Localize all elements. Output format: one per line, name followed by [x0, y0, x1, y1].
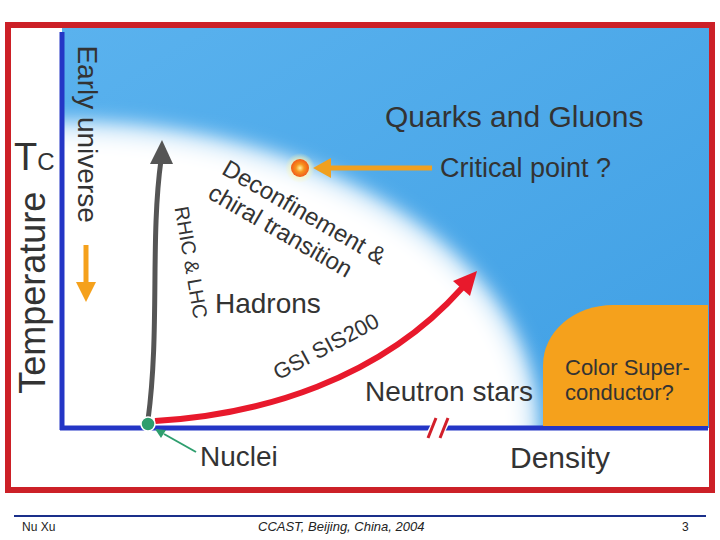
region-label: Color Super- conductor?	[565, 355, 700, 406]
critical-point-star	[285, 153, 315, 183]
footer-venue: CCAST, Beijing, China, 2004	[258, 520, 424, 535]
phase-label: Neutron stars	[365, 376, 533, 408]
axis-break-gap	[424, 418, 452, 438]
arrow-head	[76, 282, 96, 302]
critical-temperature: TC	[14, 136, 55, 180]
slide-frame	[8, 25, 712, 490]
arrow-shaft	[148, 160, 161, 420]
early-universe-arrow	[76, 245, 96, 302]
axis-break-mark	[440, 418, 448, 438]
arrow-head	[453, 271, 477, 296]
phase-regions	[62, 28, 710, 428]
phase-label: Quarks and Gluons	[385, 100, 643, 135]
critical-point-arrow	[313, 158, 432, 178]
point-label: Nuclei	[200, 441, 278, 473]
star-core	[291, 159, 309, 177]
phase-label: Hadrons	[215, 288, 321, 320]
axis-break	[424, 418, 452, 438]
nuclei-marker	[141, 417, 196, 452]
arrow-shaft	[84, 245, 89, 284]
arrow-head	[150, 140, 173, 164]
arrow-head	[313, 158, 331, 178]
leader-head	[155, 429, 166, 438]
axis-title: Temperature	[12, 191, 53, 393]
footer-rule	[14, 515, 706, 517]
phase-label: Critical point ?	[440, 153, 611, 184]
star-halo	[285, 153, 315, 183]
arrow-shaft	[328, 166, 432, 171]
superconductor-region: Color Super- conductor?	[543, 305, 708, 426]
temperature-axis	[60, 32, 65, 430]
footer-author: Nu Xu	[22, 521, 55, 535]
rhic-lhc-trajectory	[148, 140, 173, 420]
nuclei-dot	[141, 417, 155, 431]
page-number: 3	[682, 521, 689, 535]
leader-line	[164, 434, 196, 452]
axis-annotation: Early universe	[70, 45, 102, 222]
axis-title: Density	[510, 441, 610, 476]
axis-break-mark	[428, 418, 436, 438]
